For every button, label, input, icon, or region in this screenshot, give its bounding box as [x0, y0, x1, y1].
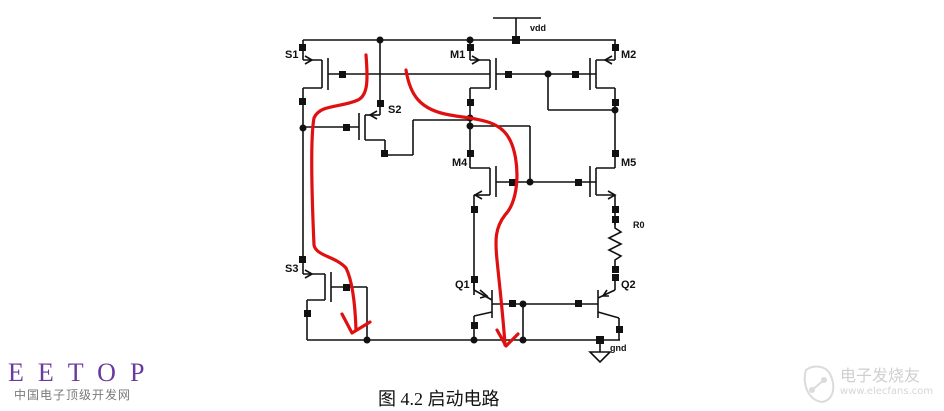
q2-label: Q2 — [621, 279, 636, 291]
eetop-logo-subtitle: 中国电子顶级开发网 — [14, 388, 132, 402]
arrowhead-left — [340, 312, 372, 335]
transistor-s3: S3 — [285, 256, 368, 340]
transistor-q1: Q1 — [455, 276, 493, 340]
watermark-url: www.elecfans.com — [840, 386, 934, 397]
m5-label: M5 — [621, 157, 636, 169]
current-path-annotations — [310, 53, 520, 348]
figure-caption: 图 4.2 启动电路 — [378, 389, 500, 409]
m2-label: M2 — [621, 49, 636, 61]
transistor-m2: M2 — [589, 40, 636, 150]
s2-label: S2 — [388, 104, 401, 116]
gnd-label: gnd — [610, 343, 627, 353]
vdd-label: vdd — [530, 23, 546, 33]
resistor-r0: R0 — [607, 206, 645, 281]
r0-label: R0 — [633, 220, 645, 230]
q1-label: Q1 — [455, 279, 470, 291]
watermark-title: 电子发烧友 — [840, 366, 921, 385]
s3-label: S3 — [285, 263, 298, 275]
transistor-m1: M1 — [450, 40, 497, 150]
transistor-q2: Q2 — [597, 279, 636, 340]
arrowhead-right — [495, 328, 520, 348]
current-path-right — [404, 68, 519, 347]
eetop-logo: EETOP 中国电子顶级开发网 — [8, 359, 158, 403]
transistor-m4: M4 — [452, 150, 497, 295]
transistor-s2: S2 — [299, 40, 470, 157]
current-path-left — [310, 53, 369, 332]
m1-label: M1 — [450, 49, 465, 61]
watermark-logo-icon — [803, 365, 835, 404]
m4-label: M4 — [452, 157, 468, 169]
gnd-symbol: gnd — [588, 340, 627, 364]
startup-circuit-schematic: vdd S1 S2 — [285, 17, 645, 364]
elecfans-watermark: 电子发烧友 www.elecfans.com — [800, 360, 933, 411]
transistor-m5: M5 — [589, 150, 636, 225]
s1-label: S1 — [285, 49, 298, 61]
transistor-s1: S1 — [285, 40, 329, 130]
eetop-logo-text: EETOP — [8, 358, 159, 387]
